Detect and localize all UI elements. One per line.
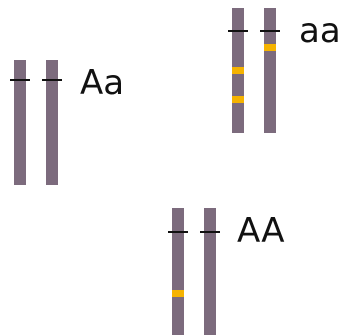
centromere-mark: [168, 231, 188, 233]
allele-band: [264, 44, 276, 51]
centromere-mark: [42, 79, 62, 81]
genotype-label: AA: [237, 211, 285, 251]
genotype-label: aa: [299, 11, 341, 51]
centromere-mark: [10, 79, 30, 81]
chromosome-right: [264, 8, 276, 133]
allele-band: [232, 67, 244, 74]
centromere-mark: [260, 30, 280, 32]
chromosome-left: [14, 60, 26, 185]
centromere-mark: [200, 231, 220, 233]
chromosome-right: [46, 60, 58, 185]
chromosome-left: [172, 208, 184, 335]
allele-band: [172, 290, 184, 297]
allele-band: [232, 96, 244, 103]
centromere-mark: [228, 30, 248, 32]
genotype-label: Aa: [80, 63, 125, 103]
chromosome-right: [204, 208, 216, 335]
